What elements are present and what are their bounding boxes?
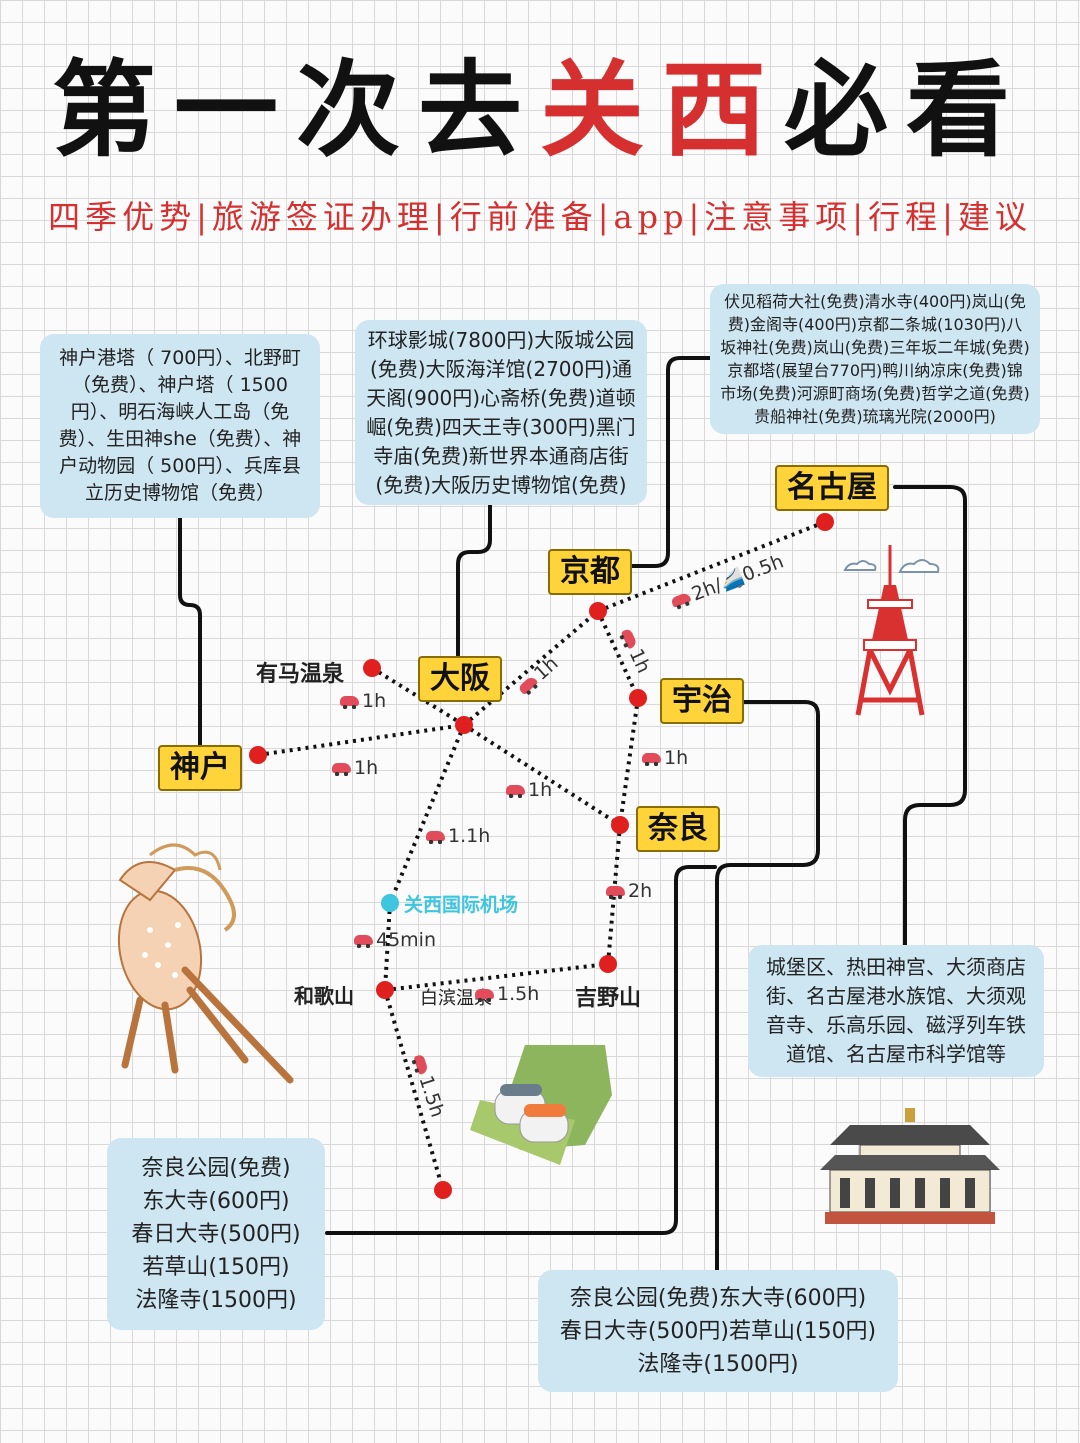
osaka-connector	[456, 503, 492, 657]
node-wakayama	[376, 981, 394, 999]
nara-connector	[325, 865, 717, 1235]
place-shirahama: 白滨温泉	[420, 988, 492, 1009]
node-nara	[611, 816, 629, 834]
car-icon	[517, 675, 539, 696]
kobe-info-text: 神户港塔（ 700円）、北野町（免费）、神户塔（ 1500 円）、明石海峡人工岛…	[58, 347, 302, 504]
sushi-illustration	[470, 1045, 612, 1165]
time-arima-osaka: 1h	[340, 690, 386, 712]
nara-left-info-box: 奈良公园(免费) 东大寺(600円) 春日大寺(500円) 若草山(150円) …	[107, 1138, 325, 1330]
node-uji	[629, 689, 647, 707]
nagoya-tower-illustration	[843, 545, 940, 716]
car-icon	[606, 886, 625, 899]
time-uji-nara: 1h	[642, 747, 688, 769]
kobe-connector	[178, 516, 202, 747]
route-kobe-osaka	[257, 723, 465, 757]
route-wakayama-yoshino	[384, 962, 609, 992]
osaka-info-text: 环球影城(7800円)大阪城公园(免费)大阪海洋馆(2700円)通天阁(900円…	[366, 327, 636, 497]
kyoto-info-box: 伏见稻荷大社(免费)清水寺(400円)岚山(免费)金阁寺(400円)京都二条城(…	[710, 284, 1040, 434]
car-icon	[340, 696, 359, 709]
time-kobe-osaka: 1h	[332, 757, 378, 779]
time-osaka-nara-text: 1h	[528, 779, 553, 801]
route-wakayama-south	[383, 989, 445, 1191]
car-icon	[506, 785, 525, 798]
node-kobe	[249, 746, 267, 764]
city-tag-osaka: 大阪	[418, 656, 502, 702]
time-nara-yoshino: 2h	[606, 880, 652, 902]
city-tag-nagoya: 名古屋	[775, 465, 889, 511]
time-kobe-osaka-text: 1h	[354, 757, 379, 779]
car-icon	[426, 831, 445, 844]
cloud-right	[898, 559, 940, 573]
title-part-3: 必看	[784, 48, 1029, 171]
place-wakayama: 和歌山	[294, 984, 354, 1008]
car-icon	[620, 627, 638, 650]
node-kyoto	[589, 602, 607, 620]
route-kyoto-nagoya	[597, 520, 826, 613]
route-arima-osaka	[370, 666, 466, 727]
car-icon	[332, 763, 351, 776]
time-osaka-airport-text: 1.1h	[448, 825, 491, 847]
nara-left-info-text: 奈良公园(免费) 东大寺(600円) 春日大寺(500円) 若草山(150円) …	[131, 1155, 301, 1313]
page-subtitle: 四季优势|旅游签证办理|行前准备|app|注意事项|行程|建议	[48, 198, 1032, 236]
car-icon	[354, 935, 373, 948]
title-part-2: 关西	[539, 48, 784, 171]
node-nagoya	[816, 513, 834, 531]
time-wakayama-yoshino-text: 1.5h	[497, 983, 540, 1005]
node-osaka	[455, 716, 473, 734]
connector-lines	[178, 356, 967, 1272]
title-part-1: 第一次去	[51, 48, 540, 171]
route-airport-wakayama	[383, 902, 392, 991]
car-icon	[642, 753, 661, 766]
nagoya-info-box: 城堡区、热田神宫、大须商店街、名古屋港水族馆、大须观音寺、乐高乐园、磁浮列车铁道…	[748, 945, 1044, 1077]
nara-bottom-info-text: 奈良公园(免费)东大寺(600円) 春日大寺(500円)若草山(150円) 法隆…	[559, 1285, 877, 1377]
node-arima	[363, 659, 381, 677]
time-osaka-nara: 1h	[506, 779, 552, 801]
route-uji-nara	[618, 697, 640, 826]
node-yoshino	[599, 955, 617, 973]
car-icon	[475, 989, 494, 1002]
route-osaka-nara	[462, 723, 622, 827]
kobe-info-box: 神户港塔（ 700円）、北野町（免费）、神户塔（ 1500 円）、明石海峡人工岛…	[40, 334, 320, 518]
osaka-info-box: 环球影城(7800円)大阪城公园(免费)大阪海洋馆(2700円)通天阁(900円…	[355, 320, 647, 505]
city-tag-kobe: 神户	[158, 745, 242, 791]
time-osaka-airport: 1.1h	[426, 825, 490, 847]
place-airport: 关西国际机场	[404, 894, 519, 916]
route-osaka-kyoto	[462, 609, 600, 727]
time-arima-osaka-text: 1h	[362, 690, 387, 712]
kyoto-info-text: 伏见稻荷大社(免费)清水寺(400円)岚山(免费)金阁寺(400円)京都二条城(…	[720, 292, 1030, 426]
nara-bottom-info-box: 奈良公园(免费)东大寺(600円) 春日大寺(500円)若草山(150円) 法隆…	[538, 1270, 898, 1392]
kyoto-connector	[626, 356, 714, 568]
city-tag-uji: 宇治	[660, 678, 744, 724]
node-airport	[381, 894, 399, 912]
route-osaka-airport	[388, 724, 466, 904]
temple-illustration	[820, 1108, 1000, 1224]
time-uji-nara-text: 1h	[664, 747, 689, 769]
node-south	[434, 1181, 452, 1199]
nagoya-info-text: 城堡区、热田神宫、大须商店街、名古屋港水族馆、大须观音寺、乐高乐园、磁浮列车铁道…	[766, 955, 1026, 1066]
route-dotted-lines	[257, 520, 826, 1191]
city-tag-nara: 奈良	[636, 806, 720, 852]
time-nara-yoshino-text: 2h	[628, 880, 653, 902]
deer-illustration	[117, 843, 294, 1084]
place-yoshino: 吉野山	[575, 986, 642, 1011]
nagoya-connector	[893, 485, 967, 947]
car-icon	[670, 591, 692, 608]
time-airport-wakayama: 45min	[354, 929, 436, 951]
time-airport-wakayama-text: 45min	[376, 929, 437, 951]
page-title: 第一次去关西必看	[0, 45, 1080, 175]
uji-connector	[715, 700, 820, 1272]
place-arima: 有马温泉	[256, 662, 345, 687]
time-wakayama-yoshino: 1.5h	[475, 983, 539, 1005]
cloud-left	[843, 560, 877, 571]
route-nodes	[249, 513, 834, 1199]
city-tag-kyoto: 京都	[548, 549, 632, 595]
car-icon	[413, 1053, 429, 1076]
